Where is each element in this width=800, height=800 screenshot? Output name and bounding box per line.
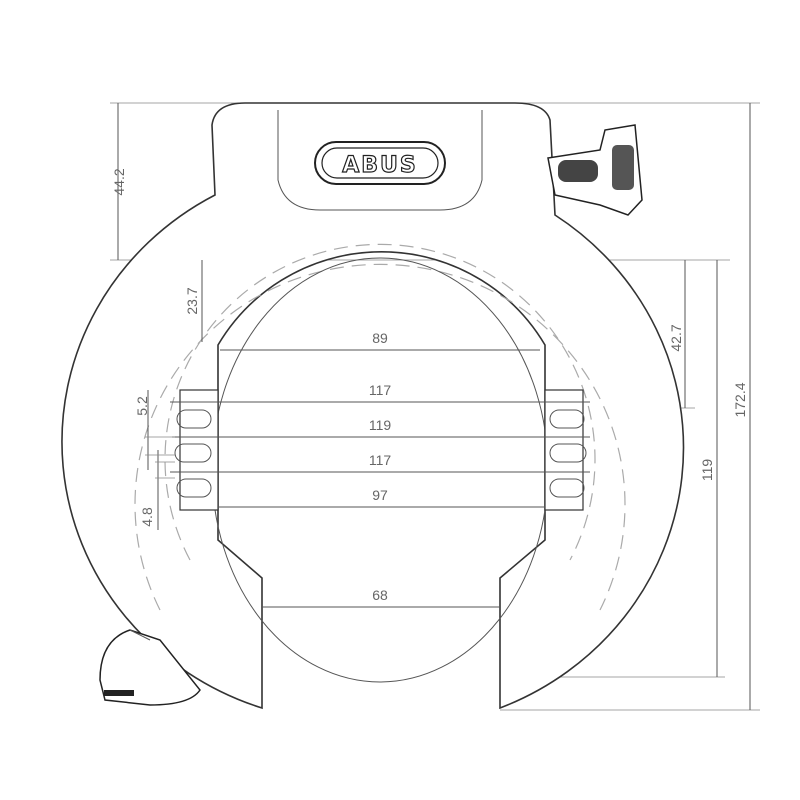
right-plate [544, 389, 587, 511]
lock-housing: ABUS [277, 110, 483, 211]
dim-68: 68 [372, 587, 388, 603]
key-icon [547, 124, 643, 216]
dimension-lines [117, 103, 751, 710]
dim-42-7: 42.7 [668, 324, 684, 351]
dim-119-vertical: 119 [699, 459, 715, 482]
lock-ring [61, 102, 685, 710]
dim-23-7: 23.7 [184, 287, 200, 314]
dim-5-2: 5.2 [134, 396, 150, 416]
dim-4-8: 4.8 [139, 507, 155, 527]
left-plate [174, 389, 219, 511]
dim-89: 89 [372, 330, 388, 346]
dim-97: 97 [372, 487, 388, 503]
dim-117-lower: 117 [369, 452, 392, 468]
abus-logo: ABUS [342, 153, 418, 178]
dim-117-upper: 117 [369, 382, 392, 398]
dim-172-4: 172.4 [732, 382, 748, 417]
dimension-labels: 44.2 23.7 89 117 119 117 97 68 5.2 4.8 4… [111, 168, 748, 603]
dim-119-horizontal: 119 [369, 417, 392, 433]
lever [99, 629, 201, 706]
dim-44-2: 44.2 [111, 168, 127, 195]
